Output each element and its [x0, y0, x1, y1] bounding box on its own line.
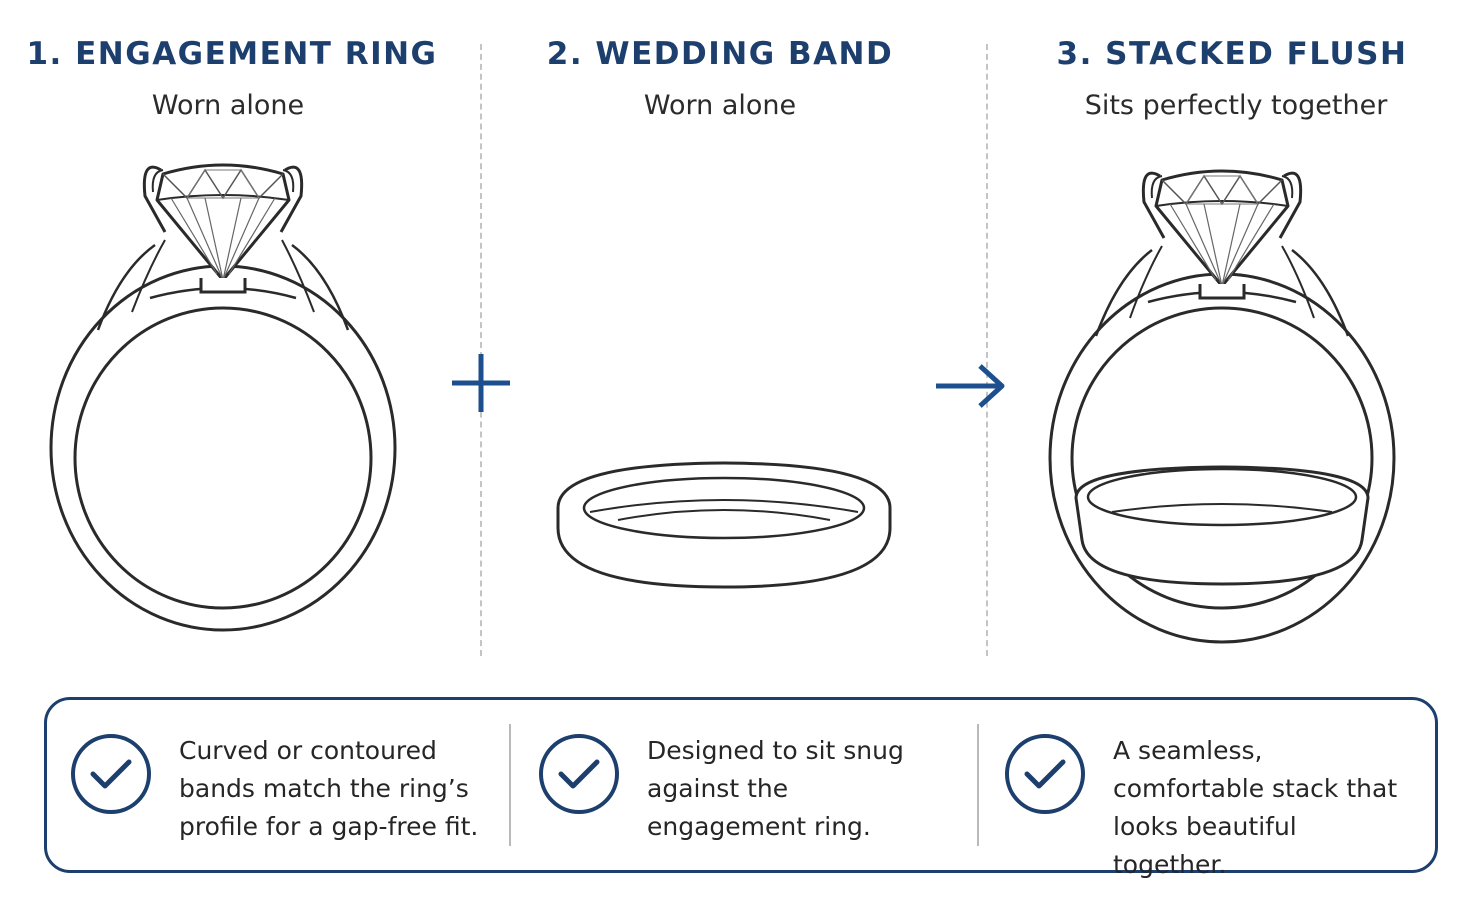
benefit-text-1: Curved or contoured bands match the ring… — [179, 736, 479, 841]
plus-icon — [452, 354, 510, 412]
benefit-text-2: Designed to sit snug against the engagem… — [647, 736, 904, 841]
panel-divider-2 — [977, 724, 979, 846]
check-circle-icon — [1005, 734, 1085, 814]
wedding-band-drawing — [556, 461, 892, 589]
panel-divider-1 — [509, 724, 511, 846]
arrow-right-icon — [936, 364, 1005, 408]
column-divider-2 — [986, 44, 988, 656]
engagement-ring-subtitle: Worn alone — [151, 90, 305, 121]
benefit-text-3: A seamless, comfortable stack that looks… — [1113, 736, 1398, 879]
wedding-band-title: 2. WEDDING BAND — [546, 36, 894, 72]
benefits-panel: Curved or contoured bands match the ring… — [44, 697, 1438, 879]
column-divider-1 — [480, 44, 482, 656]
check-circle-icon — [539, 734, 619, 814]
stacked-rings-drawing — [1048, 169, 1396, 644]
ring-illustrations — [49, 163, 1396, 644]
check-circle-icon — [71, 734, 151, 814]
wedding-band-subtitle: Worn alone — [643, 90, 797, 121]
engagement-ring-title: 1. ENGAGEMENT RING — [26, 36, 438, 72]
stacked-flush-subtitle: Sits perfectly together — [1084, 90, 1388, 121]
stacked-flush-title: 3. STACKED FLUSH — [1056, 36, 1408, 72]
engagement-ring-drawing — [49, 163, 397, 632]
